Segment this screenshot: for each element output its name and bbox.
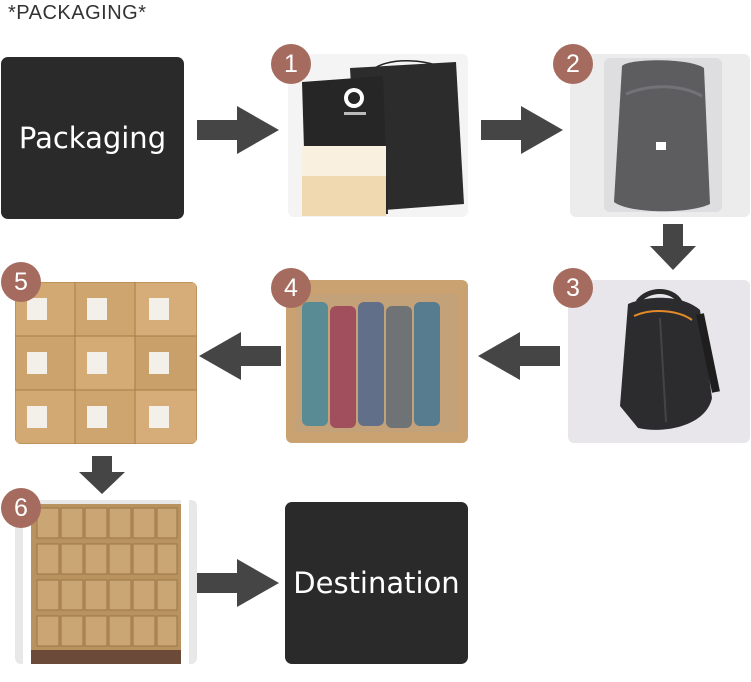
- plastic-bag-photo: [570, 54, 750, 217]
- shipping-container-photo: [15, 500, 197, 664]
- arrow-right-icon: [197, 559, 279, 607]
- step-badge: 1: [271, 44, 311, 84]
- packaging-label: Packaging: [18, 121, 167, 155]
- page-title: *PACKAGING*: [8, 2, 147, 24]
- backpack-photo: [568, 280, 750, 443]
- carton-stack-photo: [15, 282, 197, 444]
- step-badge: 2: [553, 44, 593, 84]
- arrow-right-icon: [481, 106, 563, 154]
- step-badge: 6: [1, 488, 41, 528]
- step-badge: 3: [553, 268, 593, 308]
- hang-tag-photo: [288, 54, 468, 217]
- step-badge: 5: [1, 262, 41, 302]
- destination-label: Destination: [293, 566, 460, 600]
- step-badge: 4: [271, 268, 311, 308]
- arrow-left-icon: [478, 332, 560, 380]
- arrow-down-icon: [650, 224, 696, 270]
- packaging-box: Packaging: [1, 57, 184, 219]
- destination-box: Destination: [285, 502, 468, 664]
- arrow-down-icon: [79, 456, 125, 494]
- arrow-left-icon: [199, 332, 281, 380]
- arrow-right-icon: [197, 106, 279, 154]
- packed-box-photo: [286, 280, 468, 443]
